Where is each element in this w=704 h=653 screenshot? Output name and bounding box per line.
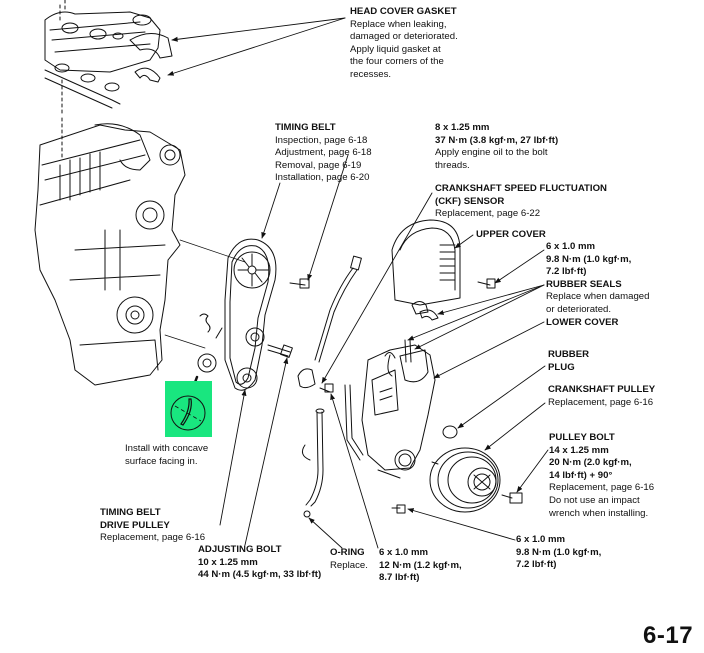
callout-title: DRIVE PULLEY (100, 519, 170, 531)
callout-timing-belt: TIMING BELT Inspection, page 6-18 Adjust… (275, 122, 372, 185)
callout-lower-cover: LOWER COVER (546, 317, 619, 330)
callout-lower-cover-bolt: 6 x 1.0 mm 9.8 N·m (1.0 kgf·m, 7.2 lbf·f… (516, 534, 601, 572)
callout-line: Apply liquid gasket at (350, 43, 441, 55)
bolt-torque: 7.2 lbf·ft) (546, 266, 587, 278)
callout-title: RUBBER SEALS (546, 278, 622, 290)
callout-title: O-RING (330, 547, 365, 558)
callout-title: PULLEY BOLT (549, 432, 615, 443)
callout-title: CRANKSHAFT SPEED FLUCTUATION (435, 183, 607, 194)
callout-title: HEAD COVER GASKET (350, 6, 457, 17)
callout-line: recesses. (350, 68, 392, 80)
bolt-torque: 12 N·m (1.2 kgf·m, (379, 559, 462, 571)
callout-line[interactable]: Replacement, page 6-16 (100, 532, 206, 544)
page-number: 6-17 (643, 622, 694, 649)
leader-lines (167, 17, 549, 549)
bolt-torque: 44 N·m (4.5 kgf·m, 33 lbf·ft) (198, 569, 322, 581)
engine-block-drawing (34, 4, 246, 386)
callout-line[interactable]: Inspection, page 6-18 (275, 134, 368, 146)
callout-line[interactable]: Installation, page 6-20 (275, 172, 370, 184)
callout-ckf-sensor: CRANKSHAFT SPEED FLUCTUATION (CKF) SENSO… (435, 183, 607, 221)
callout-line: surface facing in. (125, 455, 198, 467)
callout-title: ADJUSTING BOLT (198, 544, 282, 555)
callout-head-cover-gasket: HEAD COVER GASKET Replace when leaking, … (350, 6, 458, 82)
callout-o-ring: O-RING Replace. (330, 547, 368, 572)
bolt-torque: 9.8 N·m (1.0 kgf·m, (546, 253, 632, 265)
callout-line[interactable]: Replacement, page 6-16 (549, 482, 655, 494)
callout-line[interactable]: Replacement, page 6-16 (548, 396, 654, 408)
callout-line: Install with concave (125, 443, 209, 454)
head-cover-drawing (44, 0, 173, 116)
callout-title: LOWER COVER (546, 317, 619, 328)
ckf-sensor-drawing (297, 255, 362, 393)
bolt-size: 6 x 1.0 mm (379, 547, 429, 558)
callout-line: damaged or deteriorated. (350, 31, 458, 43)
callout-line: wrench when installing. (549, 507, 649, 519)
timing-belt-drawing (197, 238, 310, 391)
bolt-torque: 37 N·m (3.8 kgf·m, 27 lbf·ft) (435, 134, 559, 146)
bolt-torque: 14 lbf·ft) + 90° (549, 469, 613, 481)
callout-title: RUBBER (548, 349, 590, 360)
dipstick-tube-drawing (301, 408, 325, 518)
callout-line[interactable]: Removal, page 6-19 (275, 159, 362, 171)
callout-title: CRANKSHAFT PULLEY (548, 384, 656, 395)
bolt-torque: 7.2 lbf·ft) (516, 559, 557, 571)
callout-adjusting-bolt: ADJUSTING BOLT 10 x 1.25 mm 44 N·m (4.5 … (198, 544, 321, 582)
callout-upper-cover-bolt: 6 x 1.0 mm 9.8 N·m (1.0 kgf·m, 7.2 lbf·f… (546, 241, 649, 317)
callout-concave-washer-note: Install with concave surface facing in. (125, 443, 208, 468)
bolt-size: 6 x 1.0 mm (546, 241, 596, 252)
callout-line: Replace. (330, 559, 368, 571)
callout-title: TIMING BELT (275, 122, 336, 133)
bolt-torque: 8.7 lbf·ft) (379, 572, 420, 584)
callout-line: Replace when leaking, (350, 18, 447, 30)
callout-line: the four corners of the (350, 56, 444, 68)
callout-line: Do not use an impact (549, 494, 640, 506)
bolt-torque: 9.8 N·m (1.0 kgf·m, (516, 546, 602, 558)
callout-camshaft-pulley-bolt: 8 x 1.25 mm 37 N·m (3.8 kgf·m, 27 lbf·ft… (435, 122, 558, 172)
bolt-size: 8 x 1.25 mm (435, 122, 490, 133)
callout-title: PLUG (548, 361, 575, 373)
callout-title: TIMING BELT (100, 507, 161, 518)
callout-crankshaft-pulley: CRANKSHAFT PULLEY Replacement, page 6-16 (548, 384, 655, 409)
callout-line[interactable]: Replacement, page 6-22 (435, 208, 541, 220)
callout-upper-cover: UPPER COVER (476, 229, 546, 242)
bolt-size: 14 x 1.25 mm (549, 444, 609, 456)
callout-line: or deteriorated. (546, 303, 612, 315)
callout-line[interactable]: Adjustment, page 6-18 (275, 147, 372, 159)
callout-title: UPPER COVER (476, 229, 546, 240)
callout-pulley-bolt: PULLEY BOLT 14 x 1.25 mm 20 N·m (2.0 kgf… (549, 432, 654, 520)
callout-line: Replace when damaged (546, 291, 650, 303)
callout-line: Apply engine oil to the bolt (435, 147, 548, 159)
concave-washer-icon (170, 395, 206, 431)
crankshaft-pulley-drawing (429, 425, 523, 513)
bolt-size: 10 x 1.25 mm (198, 556, 258, 568)
lower-cover-drawing (344, 339, 436, 514)
callout-rubber-plug: RUBBER PLUG (548, 349, 589, 374)
washer-detail-highlight (165, 381, 212, 437)
upper-cover-drawing (391, 219, 496, 321)
bolt-size: 6 x 1.0 mm (516, 534, 566, 545)
callout-timing-belt-drive-pulley: TIMING BELT DRIVE PULLEY Replacement, pa… (100, 507, 205, 545)
callout-line: threads. (435, 159, 470, 171)
callout-title: (CKF) SENSOR (435, 195, 505, 207)
bolt-torque: 20 N·m (2.0 kgf·m, (549, 457, 632, 469)
callout-ckf-sensor-bolt: 6 x 1.0 mm 12 N·m (1.2 kgf·m, 8.7 lbf·ft… (379, 547, 462, 585)
